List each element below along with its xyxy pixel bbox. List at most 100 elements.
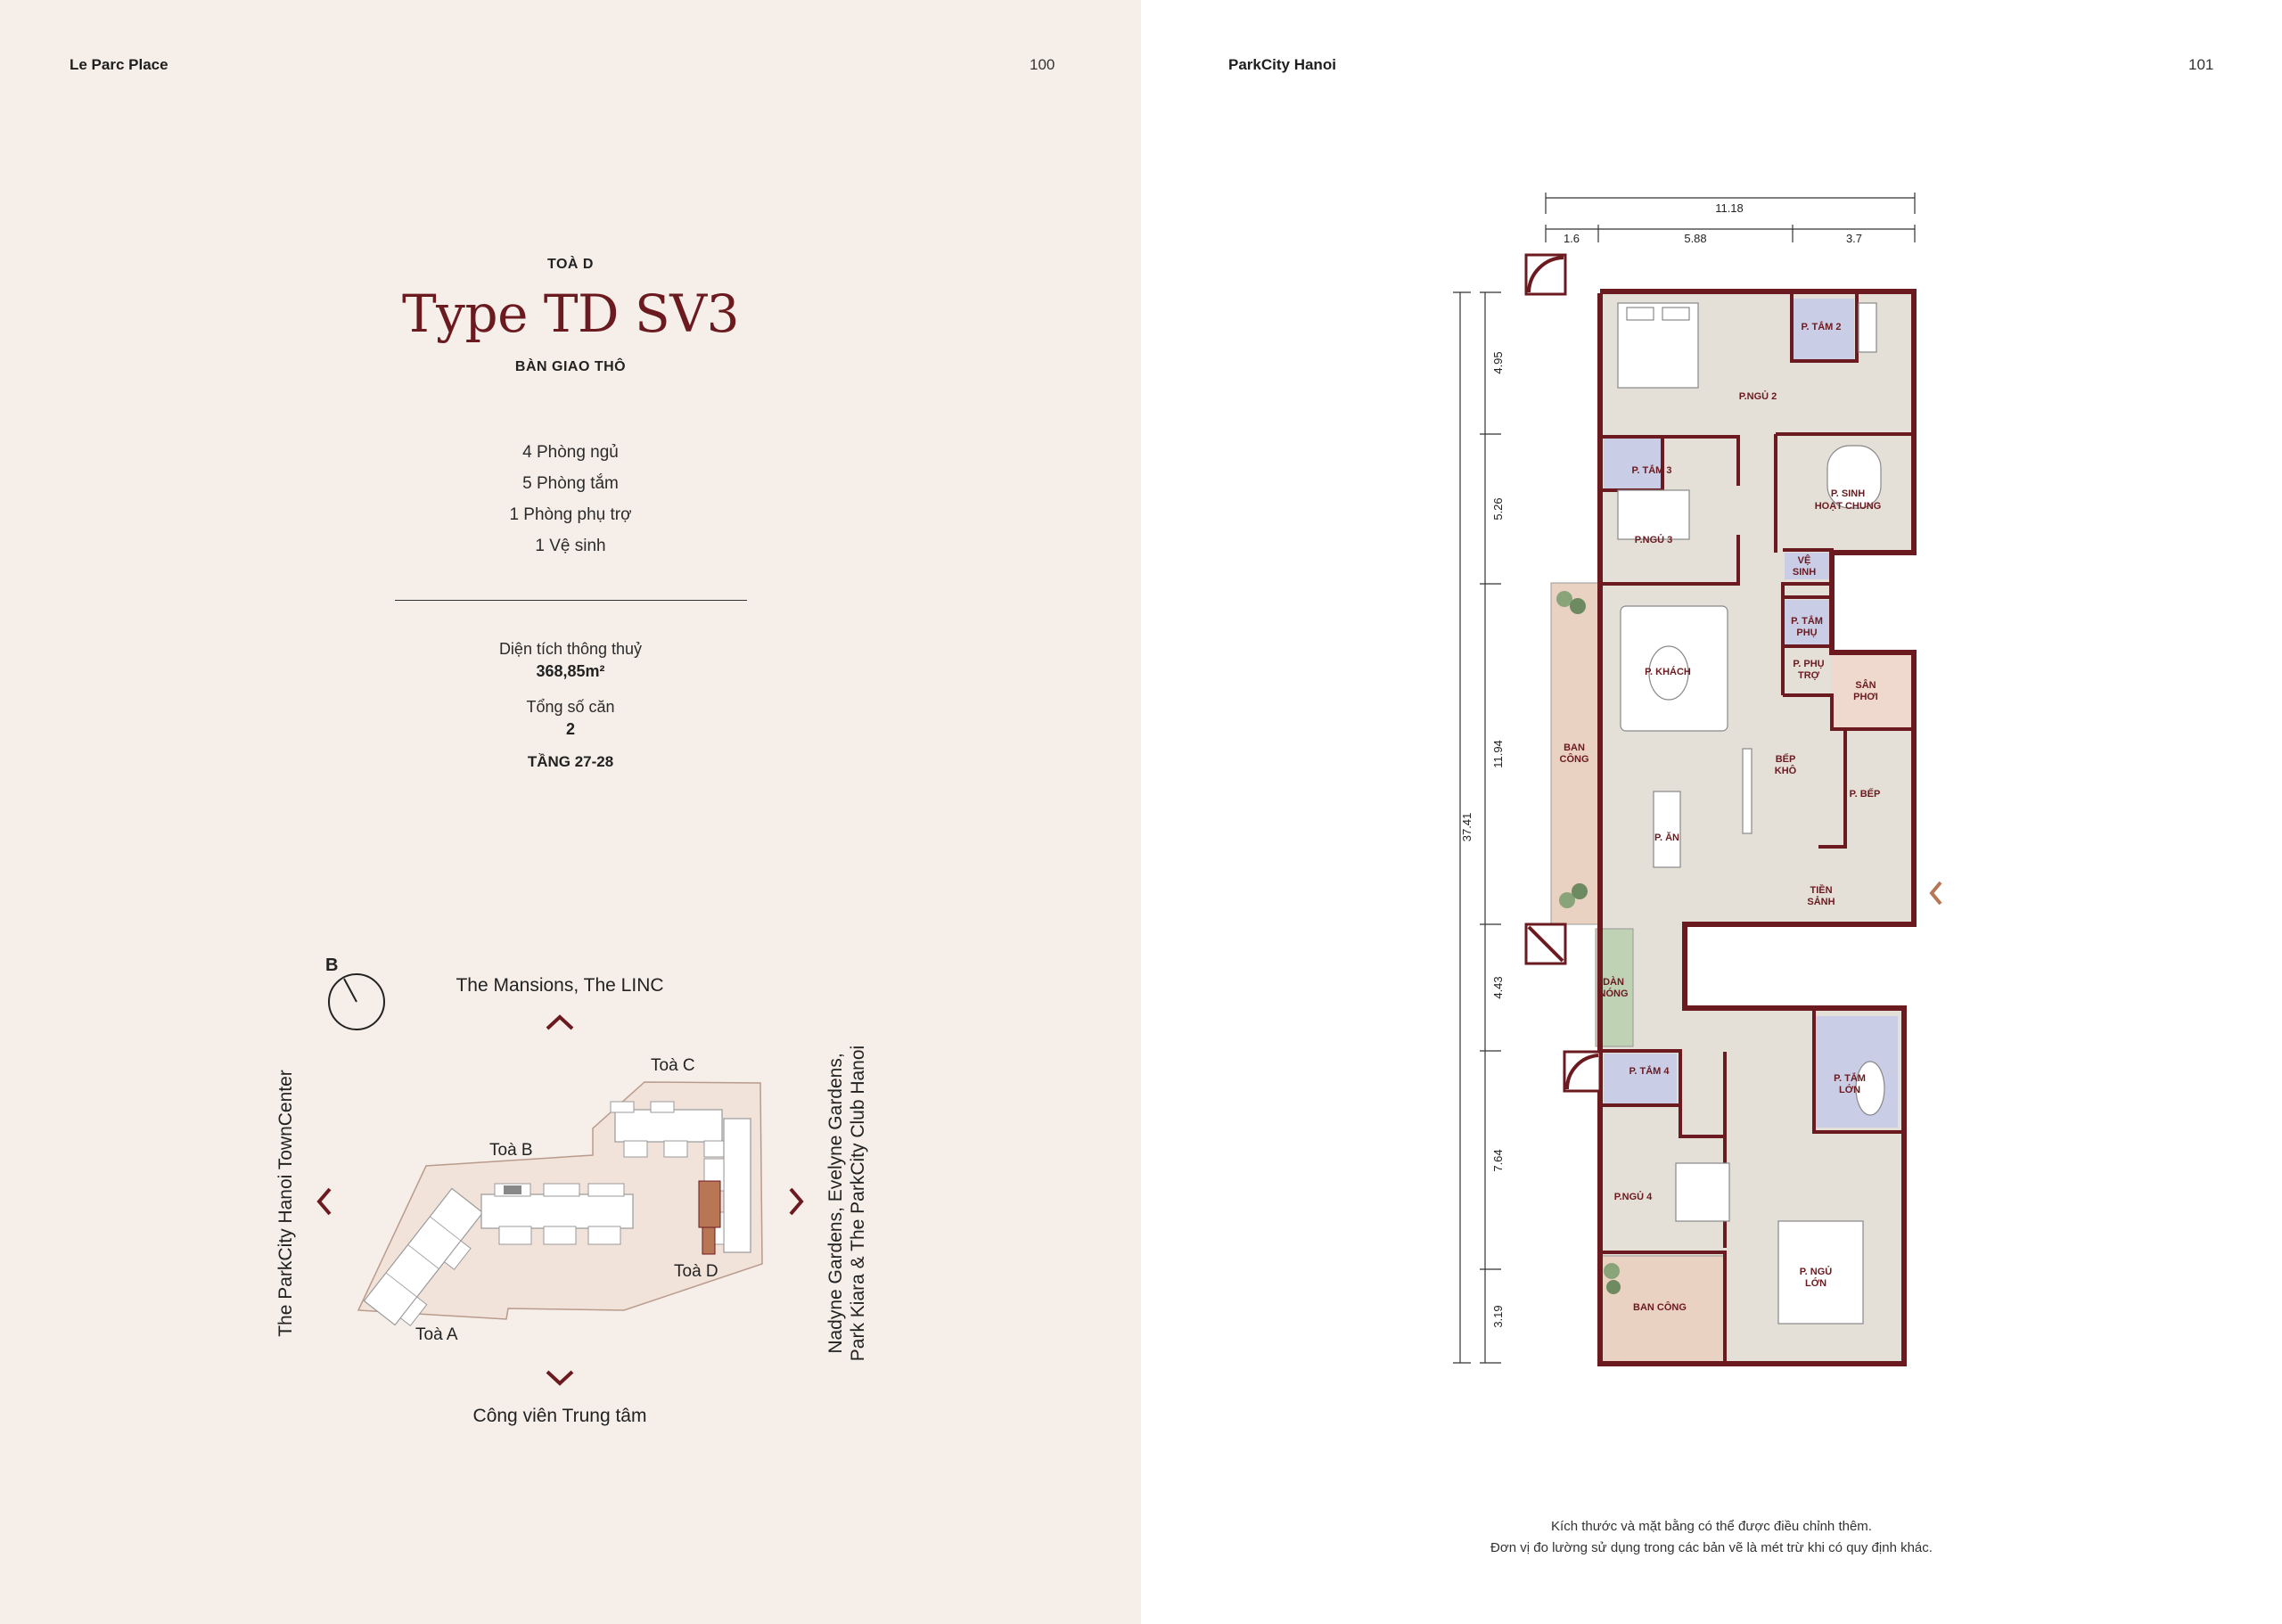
dim-seg-6: 3.19	[1491, 1305, 1505, 1327]
divider	[395, 600, 747, 601]
room-bed2: P.NGỦ 2	[1739, 390, 1777, 402]
disclaimer-line2: Đơn vị đo lường sử dụng trong các bản vẽ…	[1490, 1540, 1933, 1555]
room-masterbath-2: LỚN	[1839, 1084, 1860, 1095]
compass-letter: B	[325, 956, 338, 975]
dim-seg-5: 7.64	[1491, 1149, 1505, 1171]
disclaimer: Kích thước và mặt bằng có thể được điều …	[1141, 1516, 2282, 1559]
disclaimer-line1: Kích thước và mặt bằng có thể được điều …	[1551, 1519, 1872, 1534]
room-yard-1: SÂN	[1855, 679, 1876, 691]
floors-label: TẦNG 27-28	[527, 753, 614, 770]
tower-c-label: Toà C	[651, 1056, 695, 1075]
room-living-2: HOẠT CHUNG	[1815, 501, 1882, 512]
dim-1: 1.6	[1564, 232, 1580, 245]
room-masterbath-1: P. TẮM	[1834, 1072, 1866, 1084]
dim-total-width: 11.18	[1715, 201, 1744, 215]
feature-list: 4 Phòng ngủ 5 Phòng tắm 1 Phòng phụ trợ …	[0, 437, 1141, 562]
tower-c-block	[610, 1101, 728, 1158]
feature-bathrooms: 5 Phòng tắm	[522, 474, 619, 493]
units-label: Tổng số căn	[526, 698, 615, 716]
auxbath-fill	[1785, 600, 1829, 644]
room-bath3: P. TẮM 3	[1631, 464, 1671, 476]
bath2-fill	[1794, 299, 1854, 361]
bath3-fill	[1604, 439, 1661, 488]
dimension-top: 11.18 1.6 5.88 3.7	[1545, 193, 1916, 245]
building-label: TOÀ D	[547, 257, 594, 272]
bathtub-icon	[1855, 1061, 1885, 1116]
room-auxbath-1: P. TẮM	[1791, 615, 1823, 627]
dim-2: 5.88	[1684, 232, 1706, 245]
room-aux-1: P. PHỤ	[1793, 659, 1824, 669]
dim-seg-2: 5.26	[1491, 497, 1505, 520]
handover-label: BÀN GIAO THÔ	[514, 359, 627, 374]
left-page-number: 100	[1030, 56, 1055, 73]
area-value: 368,85m²	[536, 662, 605, 680]
room-wc-2: SINH	[1793, 567, 1816, 578]
corner-notches	[1524, 253, 1602, 1093]
right-page-number: 101	[2188, 56, 2214, 73]
masterbath-fill	[1816, 1016, 1898, 1128]
room-drykitchen-1: BẾP	[1776, 753, 1796, 765]
right-header: ParkCity Hanoi	[1228, 56, 1336, 73]
room-labels: P. TẮM 2 P.NGỦ 2 P. TẮM 3 P. SINH HOẠT C…	[1560, 321, 1882, 1313]
east-label-line1: Nadyne Gardens, Evelyne Gardens,	[825, 1053, 846, 1353]
room-kitchen: P. BẾP	[1850, 788, 1881, 800]
chevron-right-icon	[789, 1187, 804, 1216]
compass-icon	[328, 973, 385, 1030]
room-yard-2: PHƠI	[1853, 692, 1878, 702]
south-label: Công viên Trung tâm	[473, 1406, 647, 1426]
plant-icons	[1556, 591, 1621, 1294]
entrance-arrow-icon	[1929, 881, 1942, 906]
tower-d-block	[698, 1118, 751, 1255]
tower-b-label: Toà B	[489, 1141, 533, 1160]
feature-bedrooms: 4 Phòng ngủ	[522, 443, 619, 462]
north-label: The Mansions, The LINC	[456, 975, 663, 996]
room-master-1: P. NGỦ	[1800, 1266, 1833, 1277]
dim-seg-3: 11.94	[1491, 740, 1505, 768]
room-dining: P. ĂN	[1654, 832, 1679, 843]
bathtub-icon	[1858, 302, 1877, 353]
tower-a-label: Toà A	[415, 1325, 458, 1344]
left-page: Le Parc Place 100 TOÀ D Type TD SV3 BÀN …	[0, 0, 1141, 1624]
room-master-2: LỚN	[1805, 1277, 1826, 1289]
room-bed3: P.NGỦ 3	[1635, 534, 1673, 545]
room-drykitchen-2: KHÔ	[1775, 765, 1797, 776]
bath4-fill	[1604, 1054, 1677, 1103]
interior-walls	[1600, 294, 1914, 1363]
room-living-1: P. SINH	[1831, 488, 1865, 499]
room-foyer-1: TIỀN	[1810, 884, 1832, 896]
balcony-west	[1550, 582, 1601, 925]
compass-needle	[343, 978, 357, 1003]
dimension-left: 37.41 4.95 5.26 11.94 4.43 7.64 3.19	[1453, 291, 1505, 1364]
room-lounge: P. KHÁCH	[1645, 666, 1691, 677]
bed-icon	[1777, 1220, 1864, 1325]
room-bath4: P. TẮM 4	[1629, 1065, 1670, 1077]
dim-total-length: 37.41	[1460, 813, 1473, 842]
room-ac-2: NÓNG	[1599, 988, 1629, 999]
feature-wc: 1 Vệ sinh	[535, 537, 606, 555]
tower-b-block	[480, 1183, 634, 1245]
room-bed4: P.NGỦ 4	[1614, 1191, 1653, 1202]
tower-a-block	[363, 1187, 484, 1327]
wc-fill	[1785, 553, 1829, 579]
site-plan: B The Mansions, The LINC Công viên Trung…	[275, 956, 868, 1426]
dining-table-icon	[1653, 791, 1681, 868]
furniture	[1617, 302, 1885, 1325]
dim-seg-1: 4.95	[1491, 351, 1505, 373]
room-ac-1: DÀN	[1603, 976, 1624, 988]
chevron-down-icon	[546, 1370, 574, 1386]
room-auxbath-2: PHỤ	[1796, 627, 1817, 638]
bed-icon	[1617, 489, 1690, 540]
room-balcony-2: CÔNG	[1560, 753, 1589, 765]
dim-3: 3.7	[1846, 232, 1862, 245]
area-label: Diện tích thông thuỷ	[498, 640, 643, 658]
feature-aux-room: 1 Phòng phụ trợ	[509, 505, 632, 524]
room-foyer-2: SẢNH	[1807, 896, 1835, 907]
dim-seg-4: 4.43	[1491, 976, 1505, 998]
balcony-south	[1599, 1255, 1726, 1364]
room-bath2: P. TẮM 2	[1801, 321, 1841, 332]
units-value: 2	[565, 720, 575, 738]
room-balcony2: BAN CÔNG	[1633, 1301, 1687, 1313]
chevron-left-icon	[316, 1187, 332, 1216]
sofa-icon	[1826, 445, 1882, 509]
